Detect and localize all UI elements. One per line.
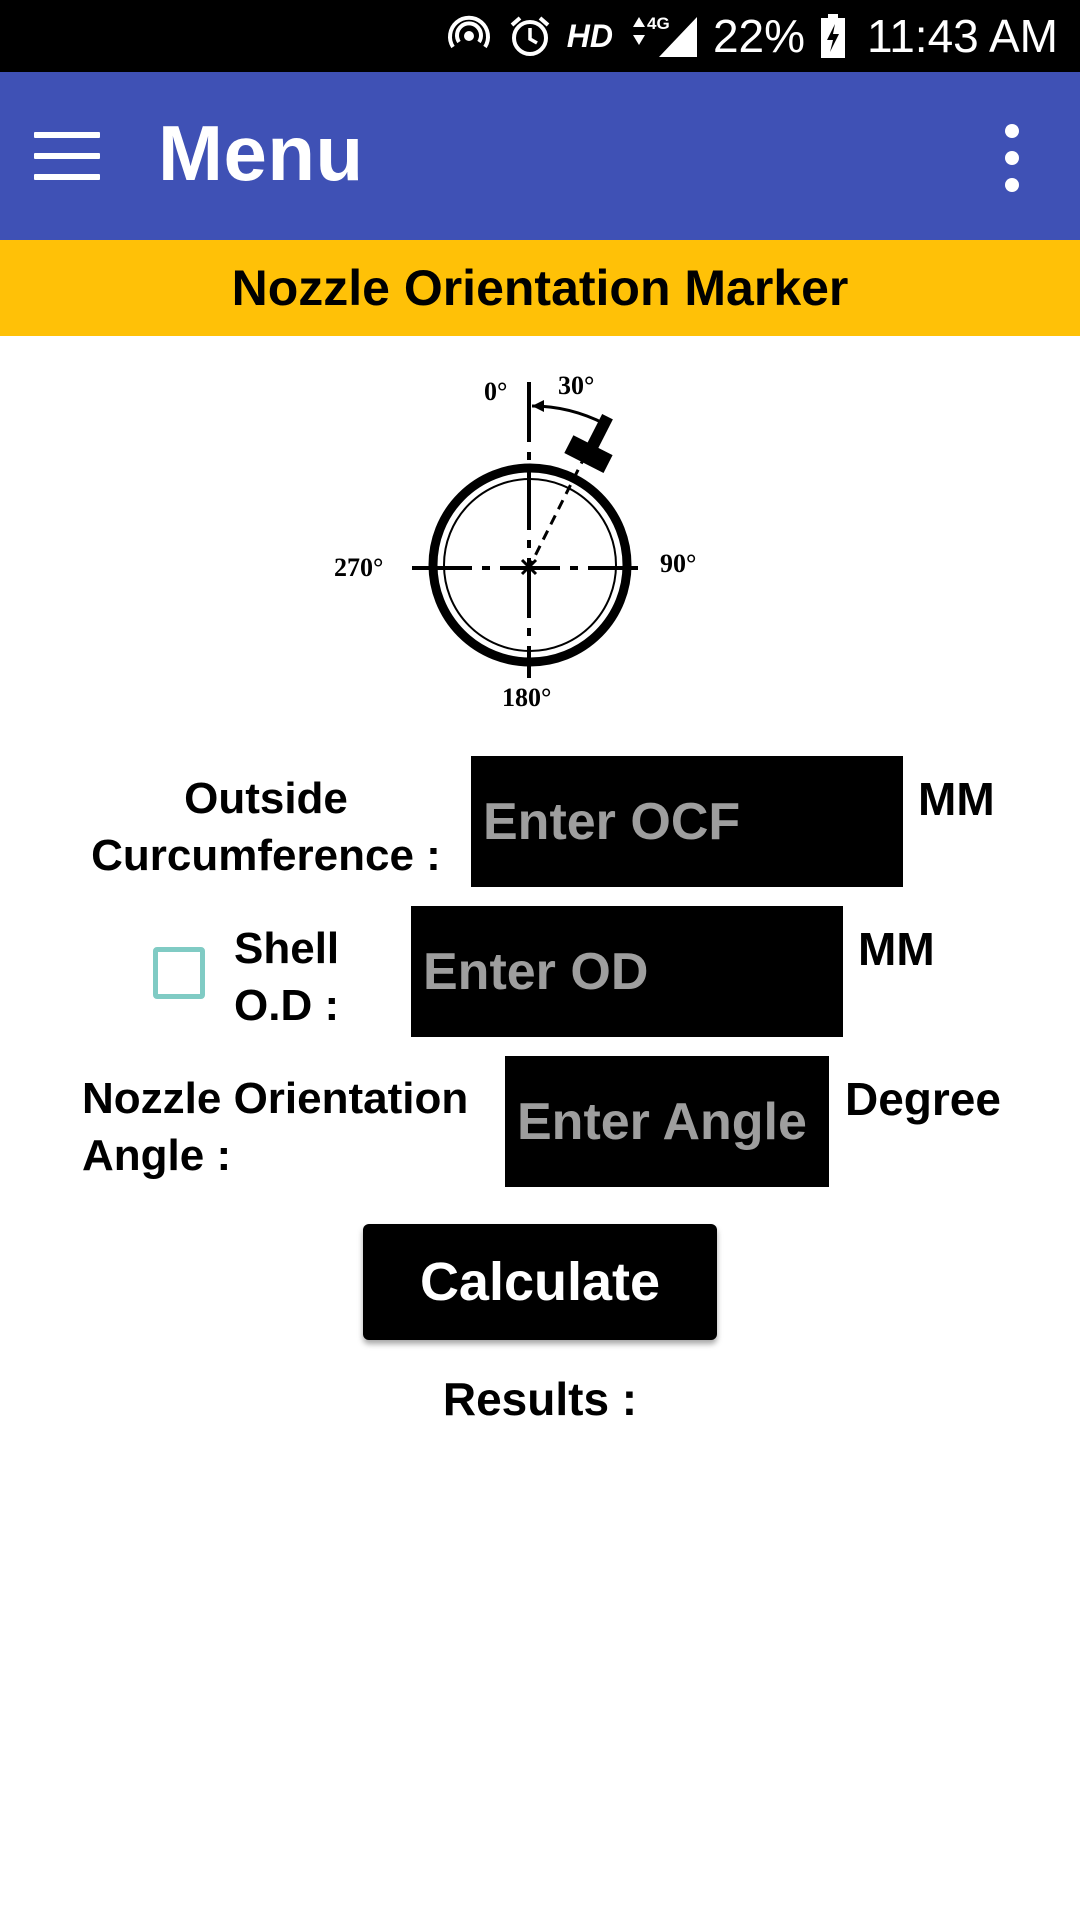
angle-label-0: 0° [484, 377, 507, 406]
results-label: Results : [442, 1373, 638, 1425]
angle-label-line1: Nozzle Orientation [82, 1074, 469, 1123]
battery-percent: 22% [712, 10, 806, 62]
shell-od-label-line1: Shell [234, 924, 340, 973]
banner-title: Nozzle Orientation Marker [231, 260, 849, 316]
status-bar: HD 4G 22% 11:43 AM [0, 0, 1080, 72]
angle-unit: Degree [845, 1073, 1001, 1125]
hd-label: HD [566, 17, 613, 54]
clock: 11:43 AM [867, 10, 1058, 62]
shell-od-input[interactable] [411, 906, 843, 1037]
nozzle-orientation-diagram: 0° 30° 90° 180° 270° [334, 371, 696, 712]
angle-label-30: 30° [558, 371, 594, 400]
alarm-icon [507, 13, 553, 59]
angle-input[interactable] [505, 1056, 829, 1187]
ocf-label: Outside Curcumference : [86, 770, 446, 884]
calculate-button[interactable]: Calculate [363, 1224, 717, 1340]
page-banner: Nozzle Orientation Marker [0, 240, 1080, 336]
ocf-unit: MM [918, 773, 995, 825]
angle-label-line2: Angle : [82, 1131, 232, 1180]
status-icons: HD 4G 22% 11:43 AM [445, 0, 1058, 72]
network-signal-icon: 4G [627, 11, 699, 61]
battery-charging-icon [819, 12, 847, 60]
angle-label-180: 180° [502, 683, 551, 712]
ocf-label-line2: Curcumference : [91, 831, 441, 880]
angle-label: Nozzle Orientation Angle : [82, 1070, 468, 1184]
shell-od-label: Shell O.D : [234, 920, 339, 1034]
shell-od-checkbox[interactable] [153, 947, 205, 999]
hamburger-menu-icon[interactable] [34, 132, 100, 182]
overflow-menu-icon[interactable] [997, 124, 1027, 194]
hotspot-icon [445, 12, 493, 60]
angle-label-90: 90° [660, 549, 696, 578]
ocf-input[interactable] [471, 756, 903, 887]
angle-label-270: 270° [334, 553, 383, 582]
network-type-label: 4G [647, 14, 670, 33]
ocf-label-line1: Outside [184, 774, 348, 823]
shell-od-label-line2: O.D : [234, 981, 340, 1030]
shell-od-unit: MM [858, 923, 935, 975]
app-title: Menu [158, 109, 364, 197]
app-bar: Menu [0, 72, 1080, 240]
